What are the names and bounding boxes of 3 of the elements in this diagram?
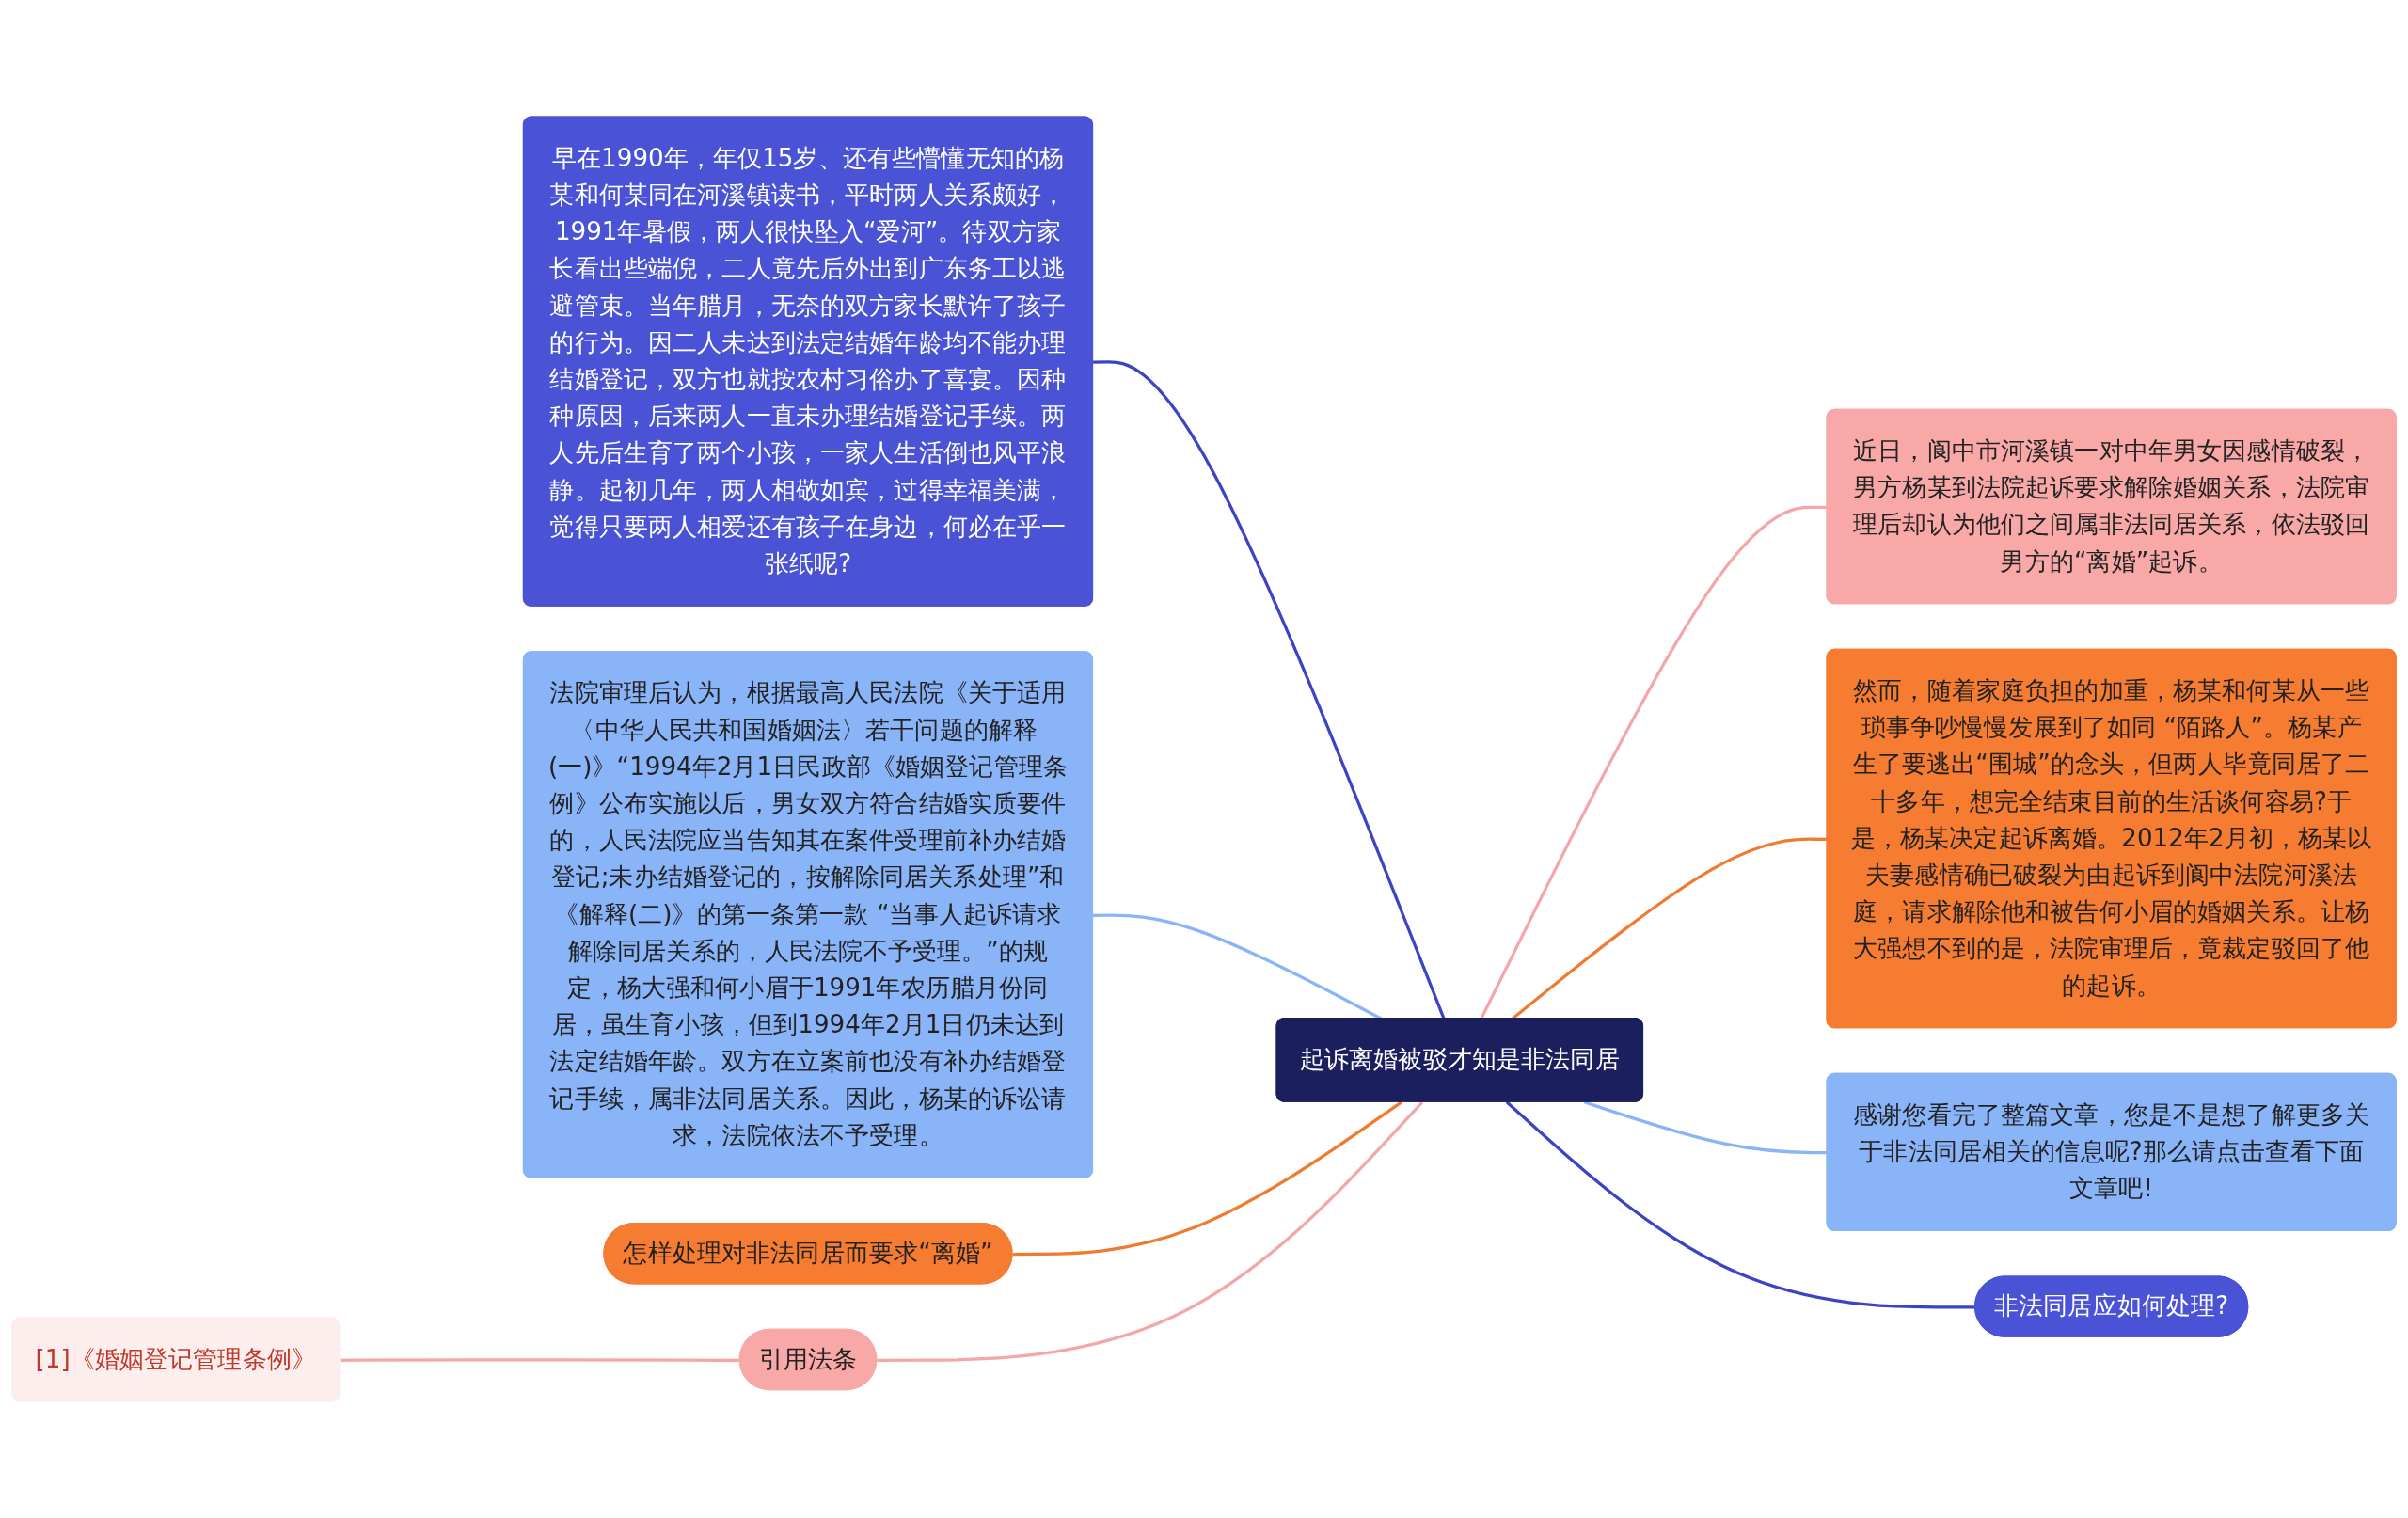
- connector: [877, 1100, 1424, 1362]
- connector: [1505, 1100, 1976, 1309]
- connector: [1012, 1100, 1402, 1257]
